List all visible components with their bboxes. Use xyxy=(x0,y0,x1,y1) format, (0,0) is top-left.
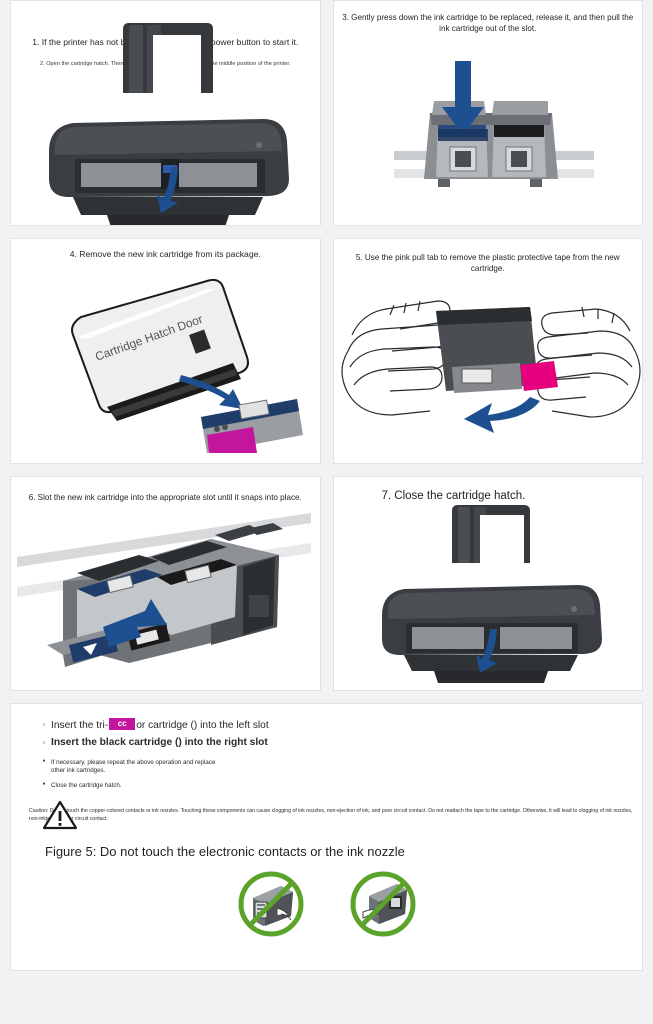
step-panel-3: 3. Gently press down the ink cartridge t… xyxy=(332,0,643,226)
do-not-touch-nozzle-icon xyxy=(349,870,417,938)
carriage-insert-illustration xyxy=(11,477,320,690)
printer-close-hatch-illustration xyxy=(334,477,643,690)
printer-front-open-hatch-illustration xyxy=(11,1,320,225)
step-7-caption: 7. Close the cartridge hatch. xyxy=(381,490,526,502)
step-4-caption: 4. Remove the new ink cartridge from its… xyxy=(69,249,261,259)
sub-bullet-1-text: If necessary, please repeat the above op… xyxy=(51,759,216,775)
list-item: Insert the tri-cc or cartridge () into th… xyxy=(37,718,269,733)
bullet-marker-solid xyxy=(37,756,51,766)
prohibition-icons xyxy=(11,870,642,938)
sub-bullet-2-text: Close the cartridge hatch. xyxy=(51,781,122,789)
step-3-caption: 3. Gently press down the ink cartridge t… xyxy=(342,13,634,33)
list-item: Close the cartridge hatch. xyxy=(37,779,269,790)
list-item: Insert the black cartridge () into the r… xyxy=(37,736,269,750)
tri-color-swatch-glyph: cc xyxy=(117,719,127,728)
bullet-1-text-after: or cartridge () into the left slot xyxy=(136,720,269,731)
bullet-2-text: Insert the black cartridge () into the r… xyxy=(51,737,268,748)
step-panel-5: 5. Use the pink pull tab to remove the p… xyxy=(332,238,643,464)
step-panel-4: 4. Remove the new ink cartridge from its… xyxy=(10,238,321,464)
step-panel-7: 7. Close the cartridge hatch. xyxy=(332,476,643,691)
steps-row-1: 1. If the printer has not been started, … xyxy=(0,0,653,226)
summary-bullet-list: Insert the tri-cc or cartridge () into th… xyxy=(37,718,269,793)
tri-color-swatch: cc xyxy=(109,718,136,730)
step-panel-1: 1. If the printer has not been started, … xyxy=(10,0,321,226)
caution-text: Caution: Do not touch the copper-colored… xyxy=(29,808,633,822)
do-not-touch-contacts-icon xyxy=(237,870,305,938)
step-6-caption: 6. Slot the new ink cartridge into the a… xyxy=(28,493,302,502)
hands-pull-tab-illustration xyxy=(334,239,643,463)
step-5-caption: 5. Use the pink pull tab to remove the p… xyxy=(355,253,620,273)
figure-caption: Figure 5: Do not touch the electronic co… xyxy=(45,844,405,859)
step-panel-6: 6. Slot the new ink cartridge into the a… xyxy=(10,476,321,691)
bullet-marker-hollow xyxy=(37,736,51,750)
bullet-marker-solid xyxy=(37,779,51,789)
cartridge-package-illustration: Cartridge Hatch Door xyxy=(11,239,320,463)
warning-triangle-icon xyxy=(42,800,78,830)
summary-panel: Insert the tri-cc or cartridge () into th… xyxy=(10,703,643,971)
bullet-1-text-before: Insert the tri- xyxy=(51,720,109,731)
list-item: If necessary, please repeat the above op… xyxy=(37,756,269,776)
steps-row-2: 4. Remove the new ink cartridge from its… xyxy=(0,238,653,464)
carriage-press-down-illustration xyxy=(334,1,643,225)
steps-row-3: 6. Slot the new ink cartridge into the a… xyxy=(0,476,653,691)
bullet-marker-hollow xyxy=(37,718,51,732)
